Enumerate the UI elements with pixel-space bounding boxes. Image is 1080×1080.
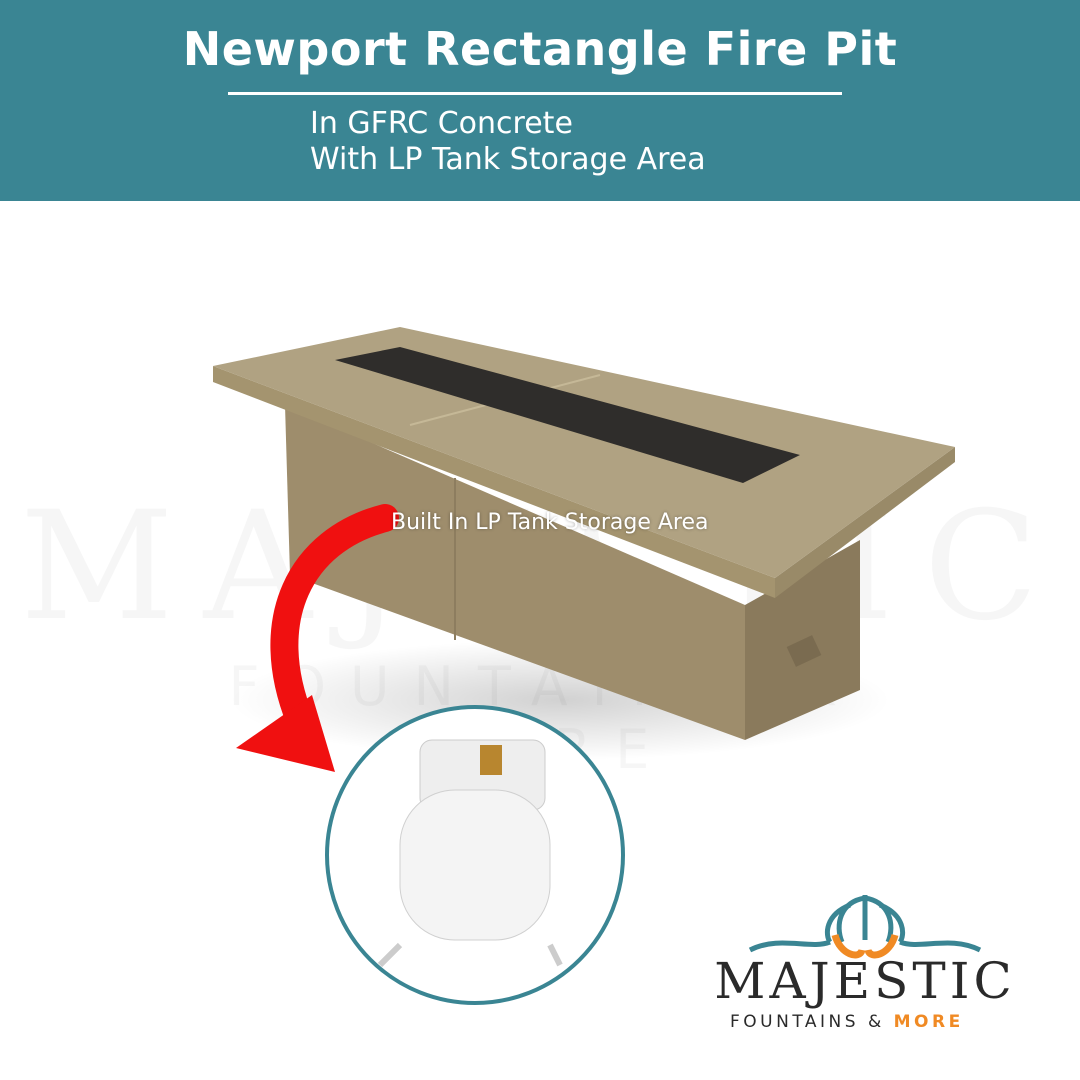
fire-pit-image (213, 327, 955, 740)
title-divider (228, 92, 842, 95)
subtitle-line-1: In GFRC Concrete (310, 106, 573, 141)
tagline-prefix: FOUNTAINS & (730, 1012, 885, 1032)
logo-brand: MAJESTIC (714, 952, 1016, 1010)
slab-front (213, 366, 775, 598)
propane-tank-image (377, 739, 563, 968)
logo-tagline: FOUNTAINS & MORE (730, 1012, 964, 1032)
slab-side (775, 447, 955, 598)
arrow-head (236, 695, 335, 772)
storage-callout: Built In LP Tank Storage Area (391, 510, 709, 535)
plaque (786, 635, 822, 667)
fountain-emblem-icon (748, 895, 982, 959)
lava-rock (335, 347, 800, 483)
base-front (285, 405, 745, 740)
majestic-logo: MAJESTIC FOUNTAINS & MORE (690, 880, 1040, 1040)
slab-top (213, 327, 955, 578)
red-arrow (270, 504, 399, 734)
title-banner: Newport Rectangle Fire Pit In GFRC Concr… (0, 0, 1080, 201)
page-title: Newport Rectangle Fire Pit (182, 22, 898, 76)
tagline-accent: MORE (893, 1012, 964, 1032)
subtitle-line-2: With LP Tank Storage Area (310, 142, 706, 177)
